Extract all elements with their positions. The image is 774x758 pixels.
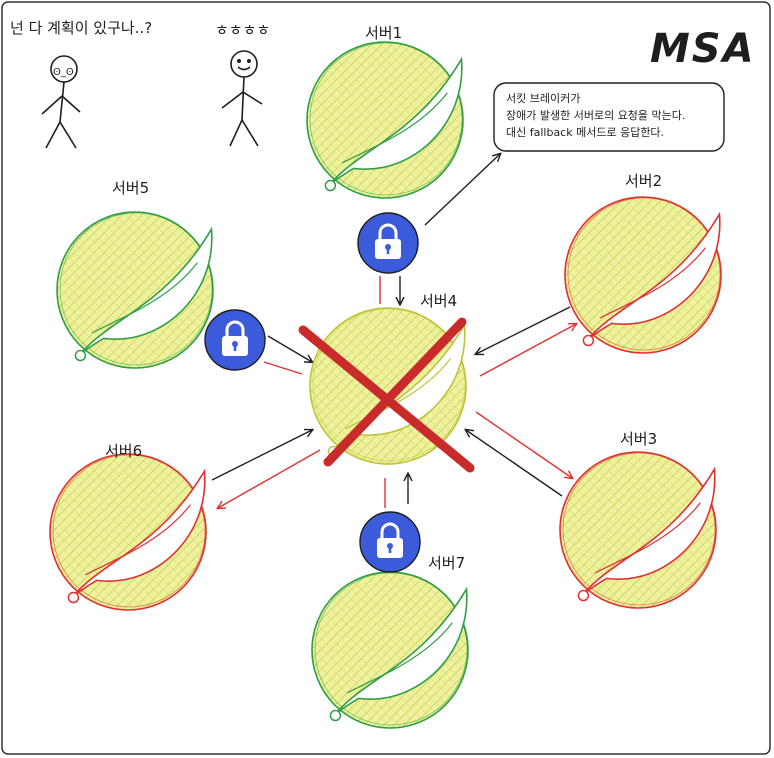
server-node-s5: 서버5 bbox=[56, 179, 214, 369]
spring-leaf-icon bbox=[559, 451, 717, 609]
spring-leaf-icon bbox=[311, 571, 469, 729]
caption-right: ㅎㅎㅎㅎ bbox=[215, 21, 270, 39]
svg-text:ʘ_ʘ: ʘ_ʘ bbox=[53, 67, 74, 78]
lock-icon bbox=[359, 511, 421, 573]
spring-leaf-icon bbox=[56, 211, 214, 369]
server-label-s5: 서버5 bbox=[112, 179, 149, 197]
locks-layer bbox=[204, 212, 421, 573]
server-node-s3: 서버3 bbox=[559, 430, 717, 609]
spring-leaf-icon bbox=[564, 196, 722, 354]
server-node-s1: 서버1 bbox=[306, 24, 464, 199]
caption-left: 넌 다 계획이 있구나..? bbox=[10, 19, 152, 37]
spring-leaf-icon bbox=[49, 453, 207, 611]
callout-line-2: 장애가 발생한 서버로의 요청을 막는다. bbox=[506, 109, 685, 122]
server-node-s7: 서버7 bbox=[311, 554, 469, 729]
servers-layer: 서버1 서버2 서버3 서버4 서버5 서버6 서버7 bbox=[49, 24, 722, 729]
server-label-s2: 서버2 bbox=[625, 172, 662, 190]
arrows-layer bbox=[211, 154, 576, 508]
lock-icon bbox=[357, 212, 419, 274]
circuit-breaker-s7 bbox=[359, 511, 421, 573]
server-node-s6: 서버6 bbox=[49, 442, 207, 611]
arrow-s4-to-s2 bbox=[479, 324, 576, 377]
server-node-s2: 서버2 bbox=[564, 172, 722, 354]
circuit-breaker-s1 bbox=[357, 212, 419, 274]
arrow-s3-to-s4 bbox=[466, 430, 563, 497]
server-label-s6: 서버6 bbox=[105, 442, 142, 460]
server-label-s1: 서버1 bbox=[365, 24, 402, 42]
server-label-s4: 서버4 bbox=[420, 292, 457, 310]
arrow-s2-to-s4 bbox=[476, 306, 571, 354]
callout-line-3: 대신 fallback 메서드로 응답한다. bbox=[506, 126, 664, 139]
callout-pointer-arrow bbox=[424, 154, 500, 226]
arrow-s5-to-s4 bbox=[267, 335, 312, 362]
circuit-breaker-s5 bbox=[204, 309, 266, 371]
arrow-s6-to-s4 bbox=[211, 430, 312, 481]
cross-mark-icon bbox=[298, 317, 475, 473]
server-node-s4: 서버4 bbox=[309, 292, 467, 465]
arrow-s4-to-s5 bbox=[263, 361, 303, 375]
lock-icon bbox=[204, 309, 266, 371]
arrow-s4-to-s6 bbox=[218, 449, 321, 508]
stick-figure-icon: ʘ_ʘ bbox=[41, 55, 81, 149]
arrow-s4-to-s3 bbox=[475, 411, 572, 478]
stick-figure-icon bbox=[221, 50, 263, 147]
callout-line-1: 서킷 브레이커가 bbox=[506, 92, 580, 105]
spring-leaf-icon bbox=[306, 41, 464, 199]
callout-box: 서킷 브레이커가 장애가 발생한 서버로의 요청을 막는다. 대신 fallba… bbox=[493, 82, 725, 152]
server-label-s3: 서버3 bbox=[620, 430, 657, 448]
server-label-s7: 서버7 bbox=[428, 554, 465, 572]
diagram-title: MSA bbox=[650, 26, 756, 72]
